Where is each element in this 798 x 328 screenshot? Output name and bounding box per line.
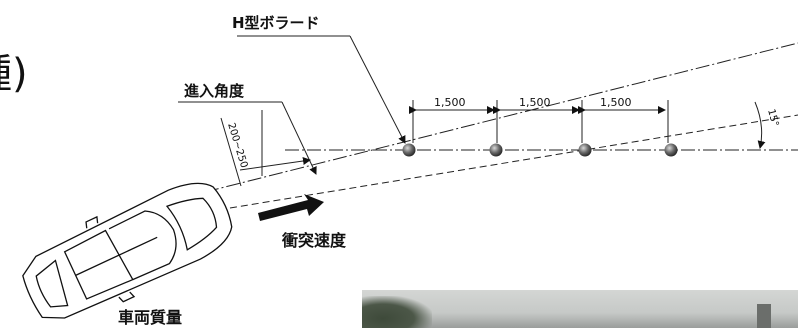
bollard-type-leader-diag [349,35,406,144]
bollard [489,143,503,157]
test-site-photo [362,290,798,328]
bollard [664,143,678,157]
offset-dimension [220,110,311,187]
speed-arrow [258,194,324,221]
approach-path-lower [229,114,798,209]
spacing-label-1: 1,500 [434,96,466,109]
angle-label: 15° [765,108,780,128]
spacing-label-3: 1,500 [600,96,632,109]
approach-angle-label: 進入角度 [184,82,245,100]
bollards [402,143,678,157]
vehicle [22,182,233,319]
photo-post [757,304,771,328]
bollard [578,143,592,157]
bollard [402,143,416,157]
partial-heading: 種) [0,51,28,97]
vehicle-mass-label: 車両質量 [118,308,182,327]
spacing-label-2: 1,500 [519,96,551,109]
approach-path-upper [204,42,798,193]
bollard-type-label: H型ボラード [232,14,320,32]
photo-trees [362,296,432,328]
angle-arc [754,101,766,149]
impact-speed-label: 衝突速度 [281,231,347,250]
